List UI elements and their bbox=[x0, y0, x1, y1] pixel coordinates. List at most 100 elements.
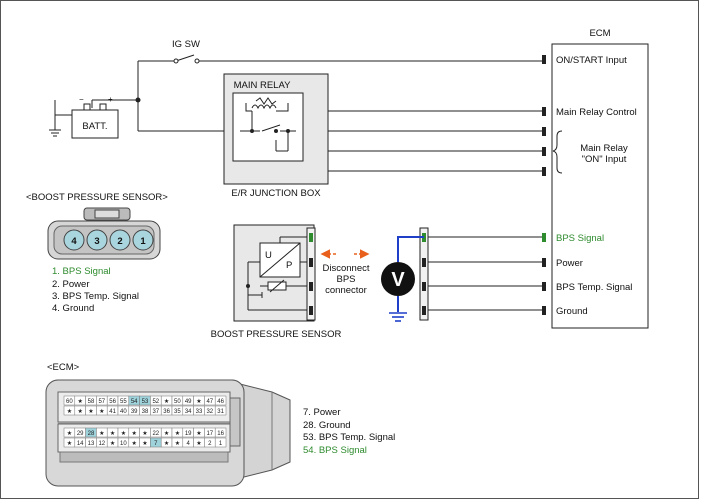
ecm-pin-on-start: ON/START Input bbox=[556, 55, 627, 66]
ecm-pin-number: 58 bbox=[88, 399, 95, 405]
harness-connector-pin bbox=[422, 306, 426, 315]
voltmeter-probe-wires bbox=[397, 236, 424, 312]
ecm-pin-number: 31 bbox=[217, 409, 224, 415]
ecm-pin-number: 13 bbox=[88, 441, 95, 447]
ecm-title: ECM bbox=[589, 28, 610, 39]
ecm-pin-number: 52 bbox=[152, 399, 159, 405]
sensor-U: U bbox=[265, 250, 272, 261]
ecm-pin-number: ★ bbox=[88, 408, 93, 415]
ecm-pin-number: ★ bbox=[196, 398, 201, 405]
ecm-pin-number: 57 bbox=[98, 399, 105, 405]
voltmeter bbox=[381, 262, 415, 296]
sensor-connector-pin bbox=[309, 306, 313, 315]
ecm-pin-number: ★ bbox=[99, 430, 104, 437]
ecm-pin-number: 35 bbox=[174, 409, 181, 415]
ecm-pin-ground: Ground bbox=[556, 306, 588, 317]
battery-label: BATT. bbox=[82, 121, 107, 132]
bps-sensor-diagonal bbox=[259, 242, 301, 278]
ecm-pin-number: ★ bbox=[110, 430, 115, 437]
relay-node bbox=[286, 129, 290, 133]
ecm-pin-main-relay-control: Main Relay Control bbox=[556, 107, 637, 118]
battery-terminal bbox=[99, 103, 107, 111]
ecm-pin-cell bbox=[214, 405, 227, 416]
sensor-pin-list-item: 2. Power bbox=[52, 279, 90, 290]
ecm-pin-number: 40 bbox=[120, 409, 127, 415]
voltmeter-label: V bbox=[391, 269, 405, 291]
ecm-pin-number: 1 bbox=[219, 441, 223, 447]
ecm-connector-pins bbox=[542, 55, 546, 315]
ecm-box bbox=[551, 43, 649, 329]
ecm-pin-cell bbox=[214, 437, 227, 448]
ecm-pin-number: ★ bbox=[142, 440, 147, 447]
ecm-pin-number: ★ bbox=[164, 430, 169, 437]
sensor-pin-number: 3 bbox=[94, 236, 99, 247]
ecm-pin-number: 4 bbox=[187, 441, 191, 447]
relay-node bbox=[274, 129, 278, 133]
sensor-pin-number: 1 bbox=[140, 236, 146, 247]
ecm-pin-number: 37 bbox=[152, 409, 159, 415]
main-relay-brace bbox=[552, 130, 563, 174]
ecm-pin-number: 14 bbox=[77, 441, 84, 447]
ecm-pin-number: 47 bbox=[206, 399, 213, 405]
ecm-pin-number: ★ bbox=[132, 440, 137, 447]
ecm-pin-number: ★ bbox=[132, 430, 137, 437]
ecm-pin-number: 19 bbox=[185, 431, 192, 437]
main-relay-box bbox=[232, 92, 304, 162]
ecm-pin-number: 32 bbox=[206, 409, 213, 415]
ecm-pin-number: 36 bbox=[163, 409, 170, 415]
disconnect-label-2: BPS bbox=[336, 274, 355, 285]
ecm-pin-number: 2 bbox=[208, 441, 212, 447]
ecm-pin-number: 28 bbox=[88, 431, 95, 437]
ecm-pin-number: 16 bbox=[217, 431, 224, 437]
battery-plus: + bbox=[108, 95, 113, 104]
junction-dot bbox=[135, 97, 141, 103]
relay-internals bbox=[240, 97, 296, 152]
ecm-pin-main-relay-on-2: "ON" Input bbox=[582, 154, 627, 165]
ecm-pin-number: 7 bbox=[154, 441, 158, 447]
ecm-pin-number: 56 bbox=[109, 399, 116, 405]
junction-box-label: E/R JUNCTION BOX bbox=[231, 188, 321, 199]
ecm-pin-number: ★ bbox=[196, 430, 201, 437]
ecm-pin-number: ★ bbox=[78, 408, 83, 415]
ig-sw-label: IG SW bbox=[172, 39, 200, 50]
ecm-pin-number: 22 bbox=[152, 431, 159, 437]
ecm-pin-cell bbox=[214, 395, 227, 406]
ecm-pin-number: ★ bbox=[121, 430, 126, 437]
battery-minus: − bbox=[79, 95, 84, 104]
ecm-pin-number: 10 bbox=[120, 441, 127, 447]
ecm-pin-number: ★ bbox=[175, 440, 180, 447]
boost-sensor-caption: BOOST PRESSURE SENSOR bbox=[211, 329, 342, 340]
ecm-pin-number: 34 bbox=[185, 409, 192, 415]
harness-connector bbox=[419, 227, 429, 321]
ecm-pin-number: ★ bbox=[67, 408, 72, 415]
switch-contact bbox=[173, 58, 179, 64]
ecm-pin-number: ★ bbox=[99, 408, 104, 415]
sensor-pin-list-item: 4. Ground bbox=[52, 303, 94, 314]
ecm-pin-number: 46 bbox=[217, 399, 224, 405]
ground-symbol bbox=[389, 312, 407, 322]
ecm-pin-number: 33 bbox=[196, 409, 203, 415]
sensor-connector-pin bbox=[309, 233, 313, 242]
ecm-pin-number: 60 bbox=[66, 399, 73, 405]
sensor-P: P bbox=[286, 260, 292, 271]
sensor-connector-pin bbox=[309, 282, 313, 291]
harness-connector-pin bbox=[422, 282, 426, 291]
ecm-pin-number: ★ bbox=[110, 440, 115, 447]
sensor-pin-number: 2 bbox=[117, 236, 122, 247]
ecm-pin-bps-temp: BPS Temp. Signal bbox=[556, 282, 632, 293]
harness-wiring bbox=[428, 236, 542, 311]
sensor-connector-pin bbox=[309, 258, 313, 267]
ecm-pin-number: 55 bbox=[120, 399, 127, 405]
ecm-pin-number: ★ bbox=[175, 430, 180, 437]
sensor-pin-list-item: 1. BPS Signal bbox=[52, 266, 111, 277]
harness-connector-pin bbox=[422, 258, 426, 267]
boost-sensor-header: <BOOST PRESSURE SENSOR> bbox=[26, 192, 168, 203]
ecm-pin-list-item: 54. BPS Signal bbox=[303, 445, 367, 456]
switch-contact bbox=[194, 58, 200, 64]
sensor-pin-number: 4 bbox=[71, 236, 77, 247]
ecm-pin-list-item: 28. Ground bbox=[303, 420, 351, 431]
disconnect-label-1: Disconnect bbox=[323, 263, 370, 274]
bps-sensor-connector bbox=[306, 227, 316, 321]
